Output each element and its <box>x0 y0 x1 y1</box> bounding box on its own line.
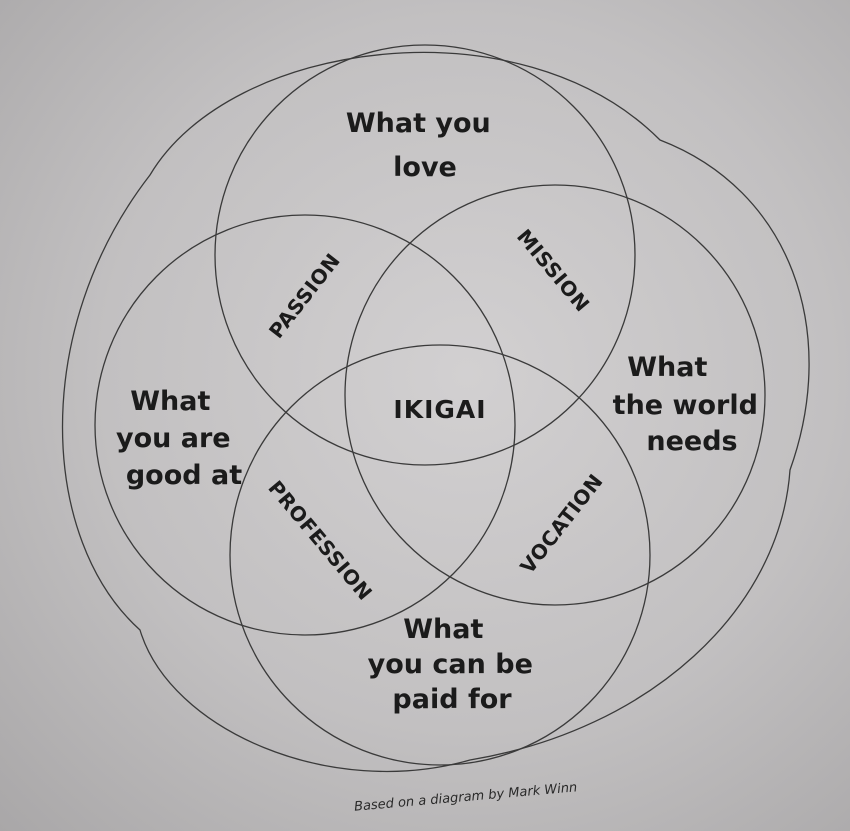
label-paid-for-line-3: paid for <box>392 684 512 715</box>
label-paid-for-line-2: you can be <box>368 649 533 680</box>
circle-what-the-world-needs <box>344 184 766 606</box>
label-good-at-line-3: good at <box>126 460 242 491</box>
label-world-needs-line-3: needs <box>646 426 737 457</box>
label-what-you-love-line-2: love <box>393 152 457 183</box>
circle-what-you-are-good-at <box>94 214 516 636</box>
label-good-at-line-1: What <box>130 386 210 417</box>
circle-what-you-can-be-paid-for <box>229 344 651 766</box>
outer-outline <box>61 51 810 773</box>
label-good-at-line-2: you are <box>116 423 231 454</box>
label-vocation: VOCATION <box>515 469 608 578</box>
label-world-needs-line-1: What <box>627 352 707 383</box>
label-what-you-love-line-1: What you <box>346 108 491 139</box>
label-mission: MISSION <box>512 225 595 317</box>
label-paid-for-line-1: What <box>403 614 483 645</box>
label-what-you-can-be-paid-for: What you can be paid for <box>368 614 543 715</box>
label-what-you-love: What you love <box>346 108 500 183</box>
label-passion: PASSION <box>264 249 345 343</box>
label-ikigai: IKIGAI <box>393 395 486 424</box>
label-world-needs-line-2: the world <box>613 390 758 421</box>
label-what-the-world-needs: What the world needs <box>613 352 768 457</box>
circle-what-you-love <box>214 44 636 466</box>
caption: Based on a diagram by Mark Winn <box>354 780 578 814</box>
label-what-you-are-good-at: What you are good at <box>116 386 242 491</box>
label-profession: PROFESSION <box>263 476 377 605</box>
